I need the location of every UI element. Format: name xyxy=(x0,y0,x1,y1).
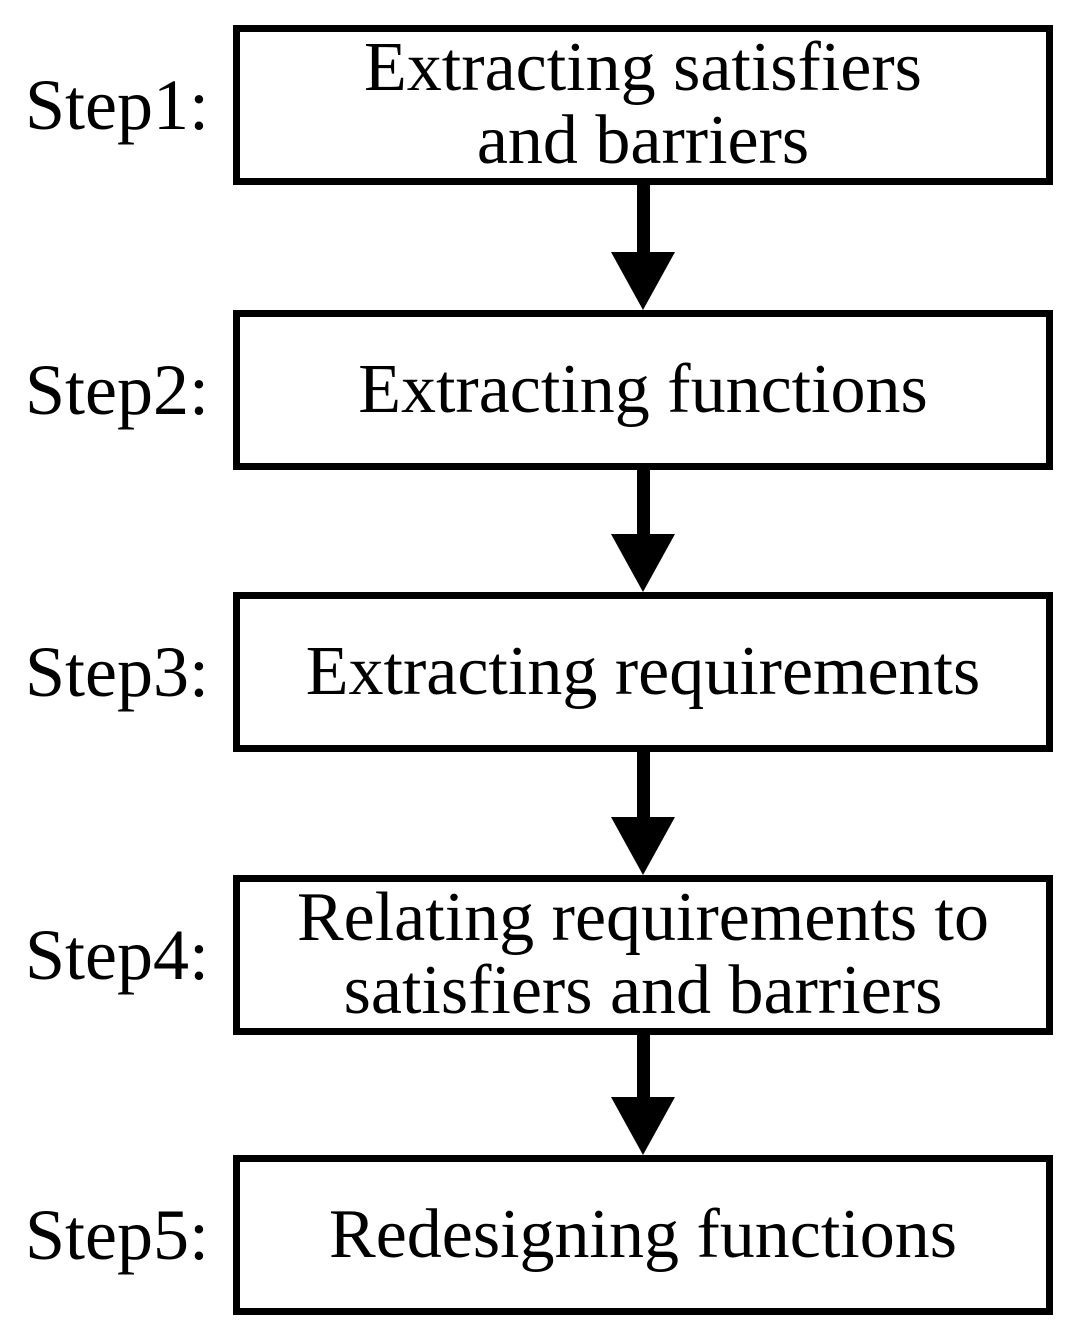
arrow-shaft xyxy=(636,185,650,252)
step4-label: Step4: xyxy=(25,914,210,995)
arrow-head xyxy=(611,1097,675,1155)
step2-label: Step2: xyxy=(25,349,210,430)
down-arrow-icon xyxy=(611,185,675,310)
down-arrow-icon xyxy=(611,752,675,875)
step2-box: Extracting functions xyxy=(233,310,1053,470)
step1-label: Step1: xyxy=(25,64,210,145)
down-arrow-icon xyxy=(611,470,675,592)
arrow-head xyxy=(611,817,675,875)
step4-box: Relating requirements to satisfiers and … xyxy=(233,875,1053,1035)
down-arrow-icon xyxy=(611,1035,675,1155)
step5-box: Redesigning functions xyxy=(233,1155,1053,1315)
step1-box: Extracting satisfiers and barriers xyxy=(233,25,1053,185)
arrow-shaft xyxy=(636,1035,650,1097)
arrow-shaft xyxy=(636,470,650,534)
arrow-shaft xyxy=(636,752,650,817)
step3-box: Extracting requirements xyxy=(233,592,1053,752)
arrow-head xyxy=(611,534,675,592)
arrow-head xyxy=(611,252,675,310)
step5-label: Step5: xyxy=(25,1194,210,1275)
step3-label: Step3: xyxy=(25,631,210,712)
